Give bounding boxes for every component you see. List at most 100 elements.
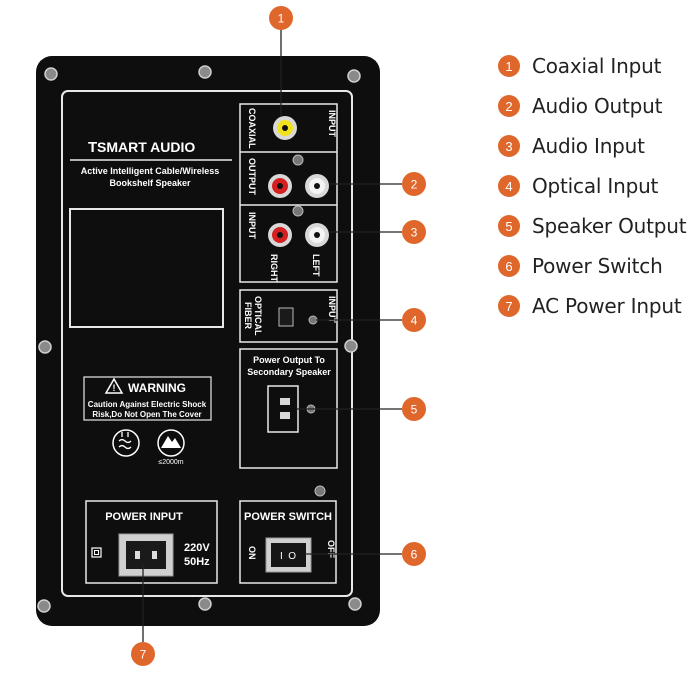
jack-screw — [314, 485, 326, 497]
right-label: RIGHT — [269, 254, 279, 283]
power-input-title: POWER INPUT — [105, 511, 183, 523]
callout-number: 7 — [140, 648, 147, 662]
legend-number: 7 — [498, 295, 520, 317]
callout-number: 6 — [411, 548, 418, 562]
coaxial-input-label: INPUT — [327, 110, 337, 138]
on-label: ON — [247, 546, 257, 560]
legend-item-power-switch: 6 Power Switch — [498, 246, 698, 286]
optical-input-label: INPUT — [327, 296, 337, 324]
callout-number: 2 — [411, 178, 418, 192]
input-label: INPUT — [247, 212, 257, 240]
legend-label: Audio Output — [532, 94, 663, 118]
callout-number: 5 — [411, 403, 418, 417]
audio-output-left-jack[interactable] — [305, 174, 329, 198]
screws — [37, 65, 362, 613]
optical-label-2: FIBER — [243, 302, 253, 330]
callout-number: 4 — [411, 314, 418, 328]
callout-legend: 1 Coaxial Input 2 Audio Output 3 Audio I… — [498, 46, 698, 326]
warning-box — [83, 376, 212, 421]
power-switch-title: POWER SWITCH — [244, 511, 332, 523]
warning-line-2: Risk,Do Not Open The Cover — [92, 410, 201, 419]
legend-number: 5 — [498, 215, 520, 237]
power-switch-rocker — [271, 543, 306, 567]
optical-label-1: OPTICAL — [253, 296, 263, 336]
legend-label: Audio Input — [532, 134, 645, 158]
amplifier-plate — [36, 56, 380, 626]
callout-2: 2 — [402, 172, 426, 196]
audio-input-right-jack[interactable] — [268, 223, 292, 247]
legend-number: 4 — [498, 175, 520, 197]
callout-number: 3 — [411, 226, 418, 240]
panel-subtitle-2: Bookshelf Speaker — [109, 178, 191, 188]
callout-lines — [142, 28, 402, 642]
voltage-label: 220V — [184, 542, 210, 554]
legend-item-optical-input: 4 Optical Input — [498, 166, 698, 206]
altitude-icon — [157, 429, 185, 457]
display-window — [69, 208, 224, 328]
callout-7: 7 — [131, 642, 155, 666]
legend-number: 3 — [498, 135, 520, 157]
warning-exclaim: ! — [113, 383, 116, 393]
altitude-label: ≤2000m — [158, 459, 183, 466]
legend-number: 2 — [498, 95, 520, 117]
screw — [37, 599, 51, 613]
legend-number: 1 — [498, 55, 520, 77]
terminal-pin — [280, 412, 290, 419]
logo-text: SMART AUDIO — [97, 139, 195, 155]
legend-item-coaxial-input: 1 Coaxial Input — [498, 46, 698, 86]
audio-output-right-jack[interactable] — [268, 174, 292, 198]
coaxial-label: COAXIAL — [247, 108, 257, 149]
logo-prefix: T — [88, 139, 97, 156]
screw — [347, 69, 361, 83]
callout-6: 6 — [402, 542, 426, 566]
ac-socket-face — [126, 541, 166, 569]
frequency-label: 50Hz — [184, 556, 210, 568]
ac-socket-pin — [135, 551, 140, 559]
coaxial-jack[interactable] — [273, 116, 297, 140]
legend-number: 6 — [498, 255, 520, 277]
legend-item-audio-input: 3 Audio Input — [498, 126, 698, 166]
power-input-box — [85, 500, 218, 584]
optical-port[interactable] — [278, 307, 294, 327]
callout-number: 1 — [278, 12, 285, 26]
callout-5: 5 — [402, 397, 426, 421]
warning-title: WARNING — [128, 381, 186, 395]
rca-connector-box — [239, 103, 338, 283]
speaker-output-label-2: Secondary Speaker — [247, 367, 331, 377]
double-insulation-icon — [91, 547, 102, 558]
warning-triangle-icon — [104, 377, 124, 394]
output-label: OUTPUT — [247, 158, 257, 196]
screw — [198, 65, 212, 79]
off-label: OFF — [326, 540, 336, 558]
legend-label: Power Switch — [532, 254, 663, 278]
screw — [348, 597, 362, 611]
left-label: LEFT — [311, 254, 321, 277]
legend-item-audio-output: 2 Audio Output — [498, 86, 698, 126]
screw — [198, 597, 212, 611]
legend-label: Optical Input — [532, 174, 659, 198]
double-insulation-icon-inner — [94, 550, 99, 555]
callout-3: 3 — [402, 220, 426, 244]
callout-1: 1 — [269, 6, 293, 30]
legend-item-ac-power-input: 7 AC Power Input — [498, 286, 698, 326]
audio-input-left-jack[interactable] — [305, 223, 329, 247]
screw — [344, 339, 358, 353]
optical-box — [239, 289, 338, 343]
legend-item-speaker-output: 5 Speaker Output — [498, 206, 698, 246]
screw — [44, 67, 58, 81]
terminal-pin — [280, 398, 290, 405]
callout-4: 4 — [402, 308, 426, 332]
panel-subtitle-1: Active Intelligent Cable/Wireless — [81, 166, 219, 176]
switch-symbol: I O — [280, 551, 296, 562]
power-switch-box — [239, 500, 337, 584]
humidity-icon — [112, 429, 140, 457]
speaker-output-label-1: Power Output To — [253, 355, 325, 365]
jack-screw — [308, 315, 318, 325]
jack-screw — [292, 205, 304, 217]
warning-line-1: Caution Against Electric Shock — [88, 400, 207, 409]
ac-socket-pin — [152, 551, 157, 559]
jack-screw — [292, 154, 304, 166]
legend-label: Speaker Output — [532, 214, 687, 238]
screw — [38, 340, 52, 354]
